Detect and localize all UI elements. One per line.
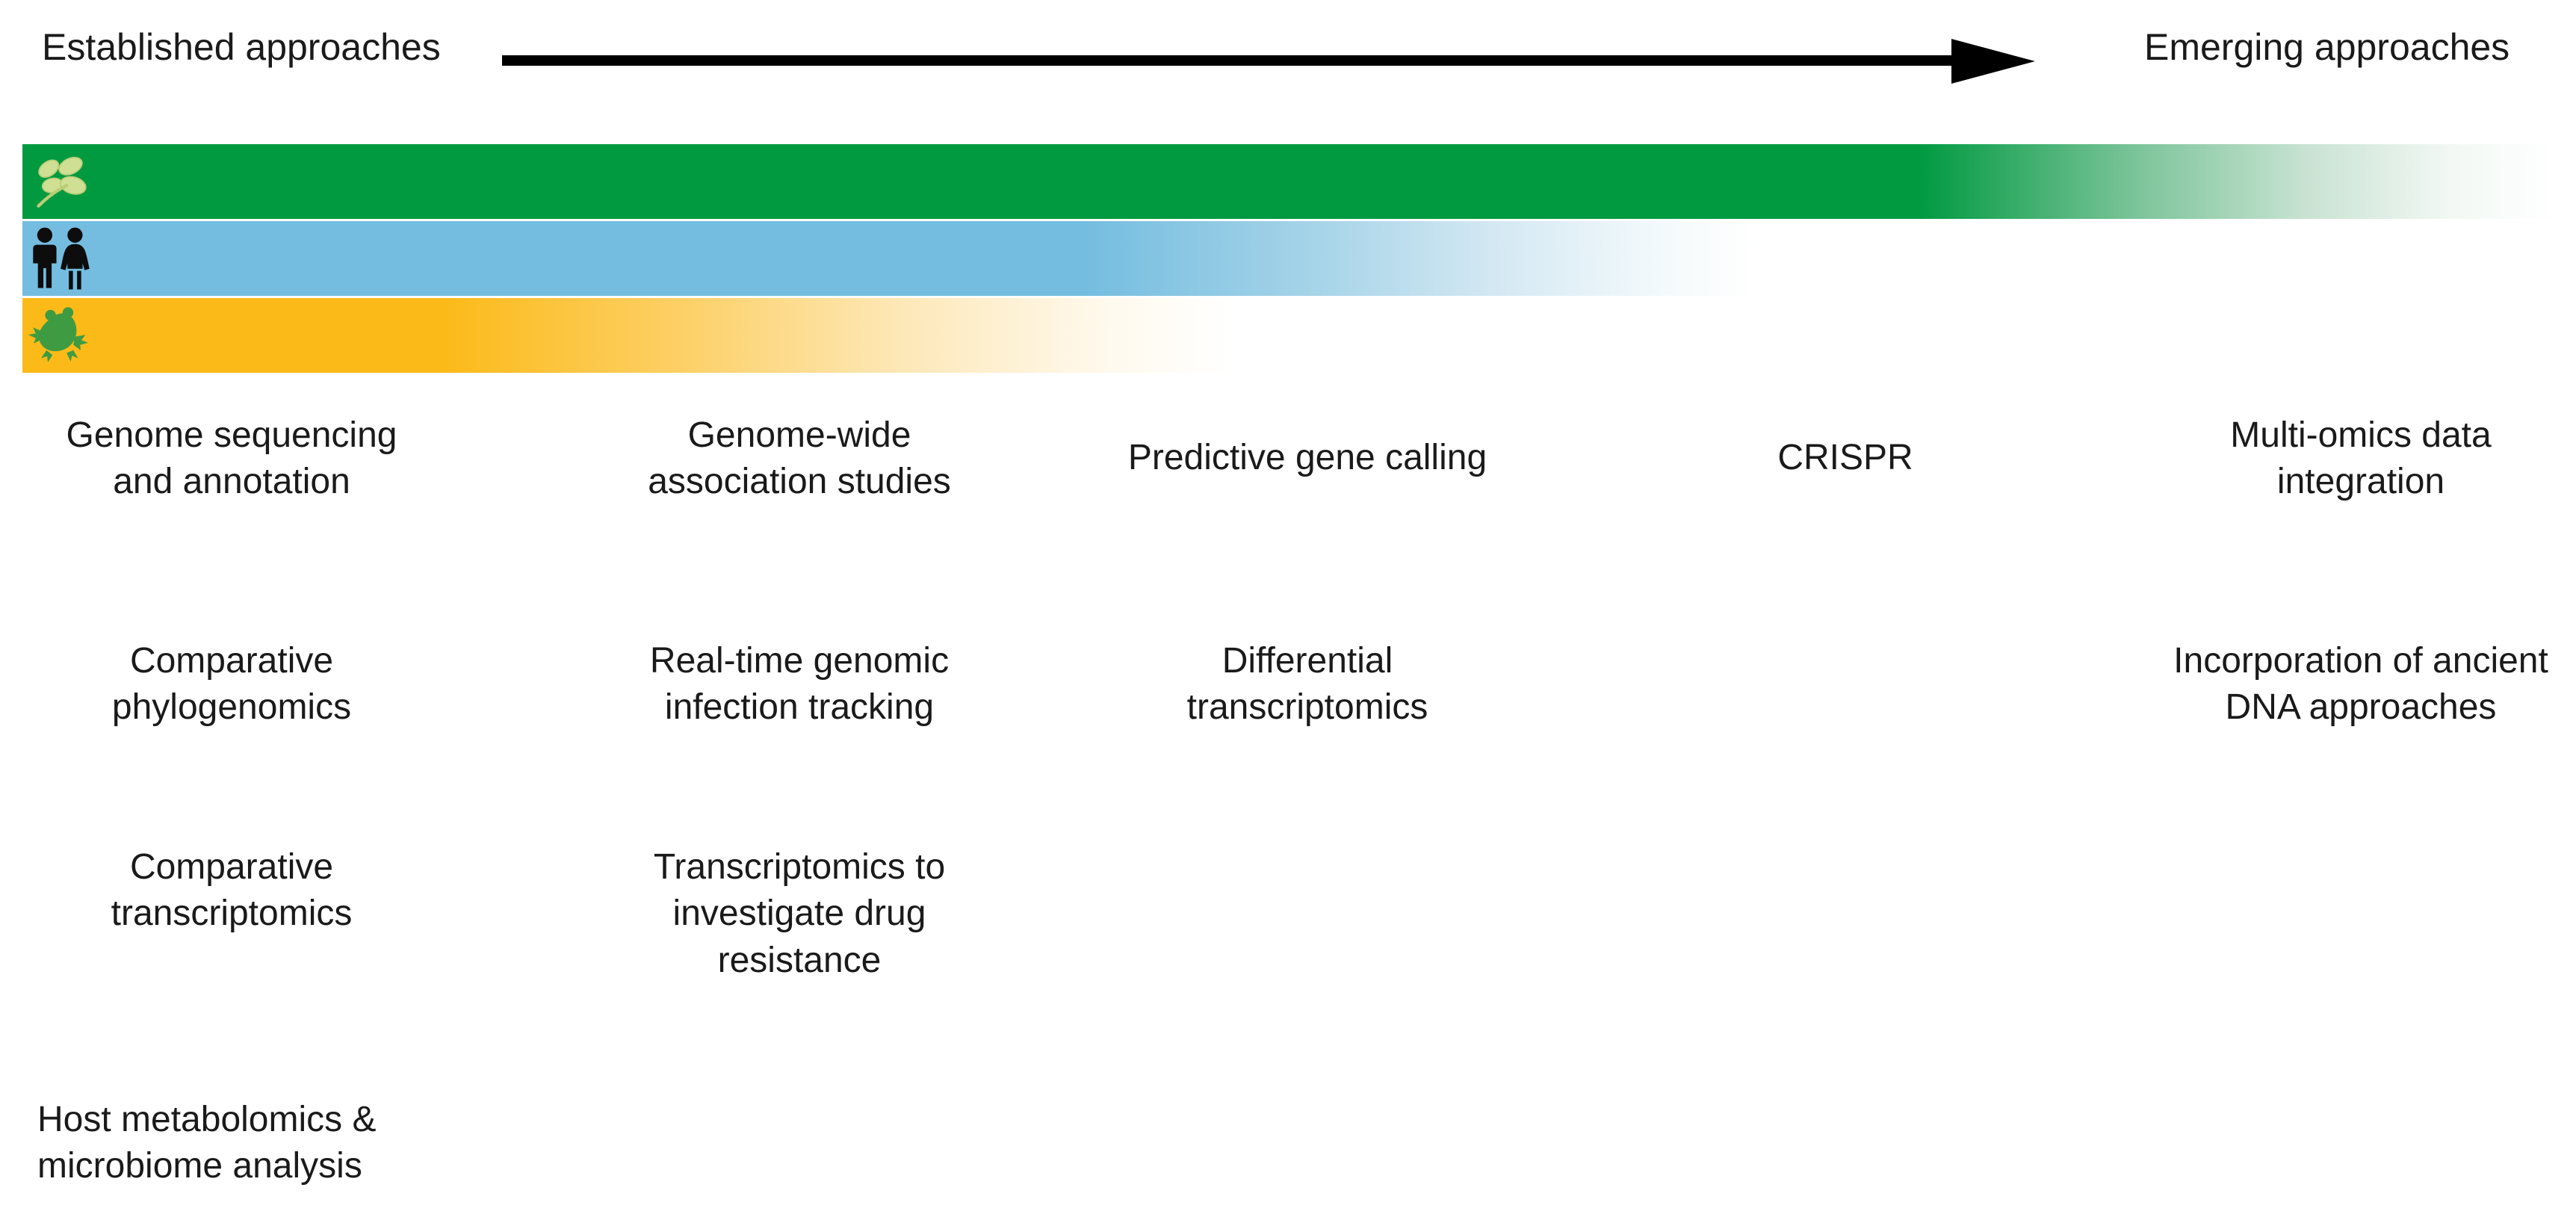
approach-line: Multi-omics data: [2230, 415, 2492, 455]
approach-item: Differential transcriptomics: [1076, 638, 1539, 731]
approach-item: Predictive gene calling: [1076, 435, 1539, 481]
arrow-head: [1951, 39, 2035, 84]
approach-item: Comparative phylogenomics: [15, 638, 448, 731]
approach-item: CRISPR: [1614, 435, 2077, 481]
human-bar: [22, 221, 1756, 296]
approach-line: transcriptomics: [1186, 687, 1428, 728]
approach-line: CRISPR: [1777, 438, 1913, 477]
approach-line: Genome-wide: [687, 415, 911, 455]
approach-line: phylogenomics: [111, 687, 352, 728]
approach-line: microbiome analysis: [37, 1146, 362, 1186]
approach-item: Multi-omics data integration: [2129, 412, 2576, 506]
progression-arrow-icon: [502, 39, 2078, 84]
approach-line: infection tracking: [664, 687, 935, 728]
approach-line: association studies: [648, 462, 951, 502]
emerging-approaches-label: Emerging approaches: [2144, 26, 2510, 68]
approach-line: Genome sequencing: [66, 415, 397, 455]
approach-item: Transcriptomics to investigate drug resi…: [568, 844, 1031, 984]
approach-item: Genome sequencing and annotation: [15, 412, 448, 506]
approach-line: integration: [2276, 462, 2445, 502]
approach-line: Comparative: [129, 641, 334, 681]
approach-line: investigate drug: [672, 894, 926, 934]
approach-line: Real-time genomic: [649, 641, 950, 681]
approach-line: Host metabolomics &: [37, 1100, 377, 1139]
established-approaches-label: Established approaches: [42, 26, 441, 68]
approach-line: Comparative: [129, 847, 334, 887]
frog-bar: [22, 298, 1233, 373]
frog-icon: [28, 307, 88, 362]
approach-line: transcriptomics: [111, 894, 353, 934]
approach-line: DNA approaches: [2225, 687, 2497, 728]
approach-line: resistance: [717, 940, 882, 980]
plant-bar: [22, 144, 2555, 219]
approach-item: Host metabolomics & microbiome analysis: [37, 1097, 560, 1190]
plant-leaf-icon: [37, 156, 87, 208]
approach-item: Incorporation of ancient DNA approaches: [2129, 638, 2576, 731]
approach-line: Incorporation of ancient: [2173, 641, 2548, 681]
approach-item: Genome-wide association studies: [568, 412, 1031, 506]
approach-line: and annotation: [113, 462, 350, 502]
human-figures-icon: [33, 227, 90, 290]
approach-item: Real-time genomic infection tracking: [568, 638, 1031, 731]
arrow-shaft: [502, 55, 1966, 66]
approach-line: Differential: [1222, 641, 1393, 681]
approach-line: Transcriptomics to: [653, 847, 946, 887]
approach-item: Comparative transcriptomics: [15, 844, 448, 938]
approach-line: Predictive gene calling: [1127, 438, 1487, 477]
